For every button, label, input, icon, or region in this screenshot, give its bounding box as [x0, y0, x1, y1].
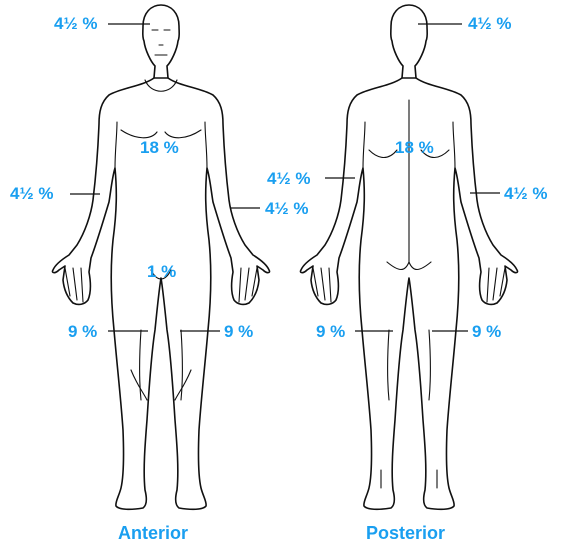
posterior-back-label: 18 % — [395, 138, 434, 158]
anterior-right-arm-label: 4½ % — [10, 184, 53, 204]
posterior-title: Posterior — [366, 522, 445, 544]
posterior-figure — [300, 5, 517, 509]
anterior-head-label: 4½ % — [54, 14, 97, 34]
anterior-left-arm-label: 4½ % — [265, 199, 308, 219]
posterior-right-arm-label: 4½ % — [504, 184, 547, 204]
anterior-groin-label: 1 % — [147, 262, 176, 282]
posterior-left-arm-label: 4½ % — [267, 169, 310, 189]
anterior-left-leg-label: 9 % — [224, 322, 253, 342]
posterior-head-label: 4½ % — [468, 14, 511, 34]
posterior-left-leg-label: 9 % — [316, 322, 345, 342]
anterior-chest-label: 18 % — [140, 138, 179, 158]
anterior-figure — [52, 5, 269, 509]
posterior-right-leg-label: 9 % — [472, 322, 501, 342]
anterior-right-leg-label: 9 % — [68, 322, 97, 342]
anterior-title: Anterior — [118, 522, 188, 544]
